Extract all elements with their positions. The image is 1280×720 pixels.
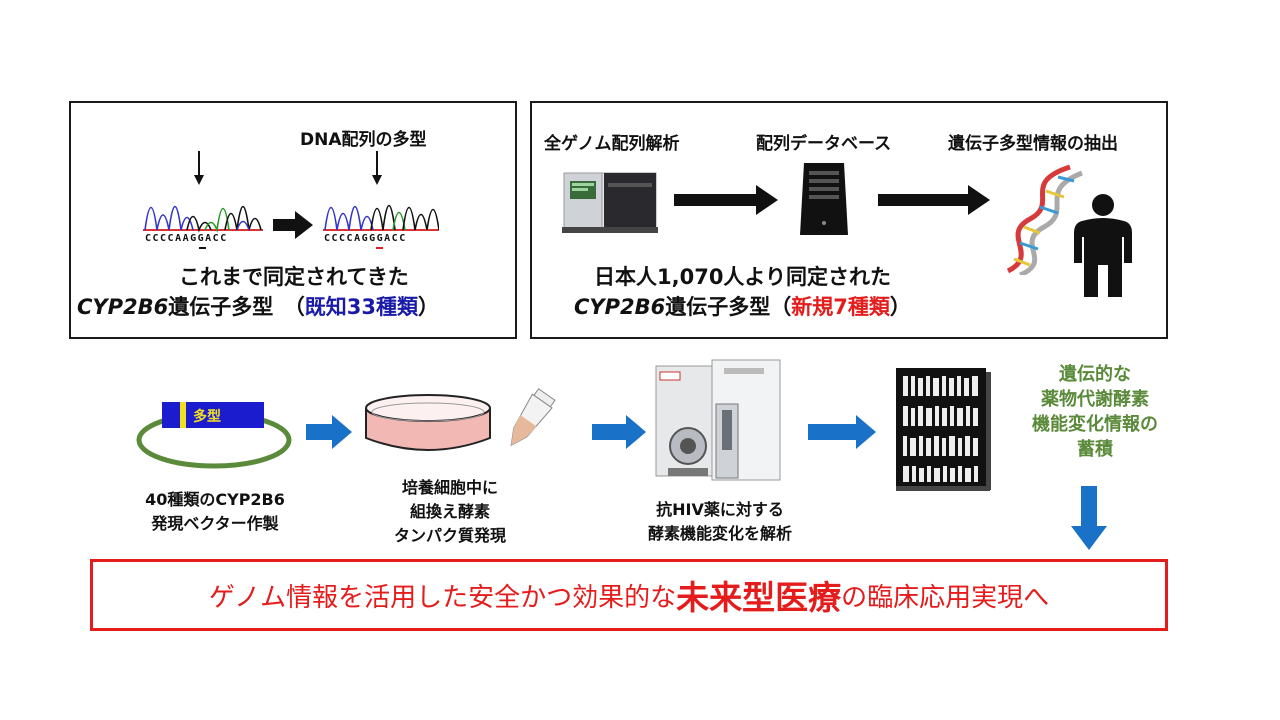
new-caption-mid: 遺伝子多型（ <box>665 295 792 319</box>
plasmid-vector-icon <box>136 402 292 469</box>
variant-underline-after <box>376 247 383 249</box>
arrow-right-blue-icon <box>306 415 352 449</box>
result-line1: 遺伝的な <box>1059 364 1131 385</box>
dna-variant-title: DNA配列の多型 <box>300 130 427 150</box>
bookshelf-database-icon <box>896 368 991 491</box>
step2-caption-line3: タンパク質発現 <box>393 526 506 545</box>
step1-caption-line2: 発現ベクター作製 <box>151 514 279 533</box>
arrow-down-marker-after <box>372 151 382 185</box>
vector-variant-tag: 多型 <box>193 409 221 425</box>
step-genome-sequencing: 全ゲノム配列解析 <box>544 134 680 154</box>
step1-caption-line1: 40種類のCYP2B6 <box>145 490 285 509</box>
chromatogram-before <box>143 205 263 233</box>
step-sequence-database: 配列データベース <box>756 134 892 154</box>
known-caption-close: ） <box>417 295 439 319</box>
result-line3: 機能変化情報の <box>1032 414 1158 435</box>
petri-dish-icon <box>365 394 491 451</box>
dna-helix-icon <box>1006 164 1083 275</box>
new-caption-line1: 日本人1,070人より同定された <box>594 265 892 289</box>
database-server-icon <box>800 163 848 235</box>
step-variant-extraction: 遺伝子多型情報の抽出 <box>948 134 1118 154</box>
new-caption-line2: CYP2B6遺伝子多型（新規7種類） <box>574 291 911 321</box>
new-caption-close: ） <box>889 295 911 319</box>
arrow-right-icon <box>273 211 313 239</box>
gene-name: CYP2B6 <box>574 295 666 319</box>
mass-spectrometer-icon <box>655 359 781 481</box>
arrow-down-blue-icon <box>1071 486 1107 550</box>
sequence-after: CCCCAGGGACC <box>324 233 407 244</box>
conclusion-banner: ゲノム情報を活用した安全かつ効果的な未来型医療の臨床応用実現へ <box>90 559 1168 631</box>
step3-caption-line2: 酵素機能変化を解析 <box>647 524 792 543</box>
step2-caption-line2: 組換え酵素 <box>409 502 490 521</box>
new-count: 新規7種類 <box>791 295 890 319</box>
banner-emphasis: 未来型医療 <box>676 578 842 617</box>
banner-text-part2: の臨床応用実現へ <box>841 582 1050 613</box>
arrow-right-blue-icon <box>808 415 876 449</box>
variant-underline-before <box>199 247 206 249</box>
arrow-right-icon <box>878 185 990 215</box>
new-variants-panel: 全ゲノム配列解析 配列データベース 遺伝子多型情報の抽出 <box>530 101 1168 339</box>
step3-caption-line1: 抗HIV薬に対する <box>656 500 784 519</box>
result-line2: 薬物代謝酵素 <box>1041 389 1149 410</box>
arrow-right-icon <box>674 185 778 215</box>
sequencer-icon <box>562 172 658 233</box>
step2-caption-line1: 培養細胞中に <box>401 478 498 497</box>
banner-text-part1: ゲノム情報を活用した安全かつ効果的な <box>208 582 677 613</box>
sequence-before: CCCCAAGGACC <box>145 233 228 244</box>
known-caption-line2: CYP2B6遺伝子多型 （既知33種類） <box>77 291 439 321</box>
arrow-down-marker-before <box>194 151 204 185</box>
known-caption-line1: これまで同定されてきた <box>179 265 409 289</box>
result-line4: 蓄積 <box>1077 439 1113 460</box>
known-count: 既知33種類 <box>304 295 418 319</box>
known-caption-mid: 遺伝子多型 （ <box>168 295 305 319</box>
chromatogram-after <box>323 205 439 231</box>
known-variants-panel: DNA配列の多型 CCCCAAGGACC CCCCAGGGACC これまで同定さ… <box>69 101 517 339</box>
arrow-right-blue-icon <box>592 415 646 449</box>
microtube-icon <box>510 388 556 447</box>
person-icon <box>1074 194 1132 297</box>
gene-name: CYP2B6 <box>77 295 169 319</box>
